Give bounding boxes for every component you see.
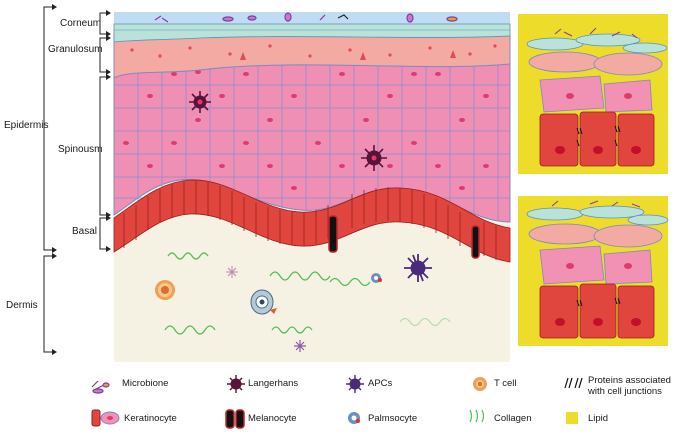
legend-junction-icon (564, 377, 583, 389)
surface-microbiome (154, 12, 458, 23)
label-dermis: Dermis (6, 300, 38, 311)
legend-lipid-icon (566, 412, 578, 424)
inset-bottom-basal (539, 283, 655, 339)
layer-brackets (43, 6, 106, 353)
microbe-dermis-1 (226, 266, 238, 278)
spinosum-cells (114, 60, 510, 221)
collagen-fibers (164, 252, 451, 335)
langerhans-cell-2 (361, 145, 387, 171)
label-granulosum: Granulosum (48, 44, 103, 55)
legend-apcs-label: APCs (368, 378, 393, 389)
legend-palmsocyte-label: Palmsocyte (368, 413, 418, 424)
legend-langerhans-label: Langerhans (248, 378, 299, 389)
small-palmsocyte (371, 273, 382, 283)
label-epidermis: Epidermis (4, 120, 49, 131)
legend-palmsocyte-icon (348, 412, 360, 424)
legend-microbiome-icon (91, 380, 110, 394)
langerhans-cell-1 (189, 91, 211, 113)
melanocyte-1 (328, 215, 338, 253)
corneum-layer (113, 23, 511, 43)
legend-proteins-label-1: Proteins associated (588, 375, 671, 386)
label-corneum: Corneum (60, 18, 102, 29)
legend-keratinocyte-icon (91, 409, 120, 427)
inset-top-granular (528, 51, 663, 76)
inset-bottom-spinous (539, 245, 653, 285)
legend-microbiome-label: Microbione (122, 378, 169, 389)
t-cell (155, 280, 175, 300)
label-spinosum: Spinousm (58, 144, 103, 155)
legend-proteins-label-2: with cell junctions (588, 386, 662, 397)
legend-langerhans-icon (227, 375, 245, 393)
legend-tcell-icon (473, 377, 487, 391)
granulosum-layer (113, 33, 511, 79)
inset-bottom-granular (528, 223, 663, 248)
palmsocyte-cell (250, 289, 277, 315)
legend-melanocyte-icon (225, 409, 245, 429)
inset-bottom-junctions (576, 297, 621, 307)
label-basal: Basal (72, 226, 98, 237)
apc-cell (404, 254, 432, 282)
legend-collagen-label: Collagen (494, 413, 532, 424)
melanocyte-2 (471, 225, 480, 259)
inset-top-basal (539, 111, 655, 167)
basal-cell-lines (123, 180, 497, 260)
inset-bottom-corneum (526, 205, 669, 226)
inset-top-spinous (539, 75, 653, 113)
legend-melanocyte-label: Melanocyte (248, 413, 297, 424)
legend-lipid-label: Lipid (588, 413, 609, 424)
microbe-dermis-2 (294, 340, 306, 352)
inset-top-junctions (576, 125, 621, 147)
legend-collagen-icon (469, 409, 485, 423)
legend-tcell-label: T cell (494, 378, 517, 389)
legend-keratinocyte-label: Keratinocyte (124, 413, 177, 424)
basal-layer (113, 179, 511, 263)
legend-apc-icon (346, 375, 364, 393)
inset-top-corneum (526, 33, 668, 54)
